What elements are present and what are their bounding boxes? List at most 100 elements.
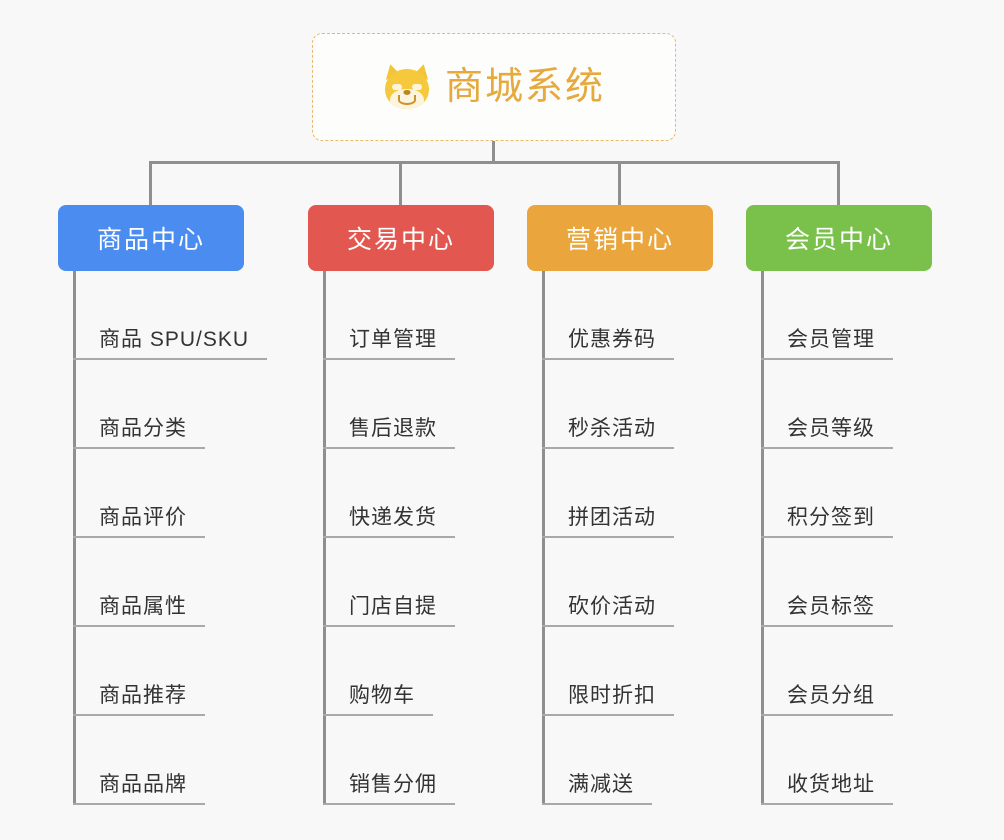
leaf-label: 拼团活动 xyxy=(568,505,656,529)
leaf-underline: 会员分组 xyxy=(761,684,893,716)
connector-drop-2 xyxy=(399,161,402,205)
leaf-list-4: 会员管理 会员等级 积分签到 会员标签 会员分组 收货地址 xyxy=(746,271,932,805)
leaf-label: 商品品牌 xyxy=(99,772,187,796)
leaf-item[interactable]: 快递发货 xyxy=(308,449,494,538)
leaf-underline: 销售分佣 xyxy=(323,773,455,805)
leaf-item[interactable]: 会员管理 xyxy=(746,271,932,360)
leaf-label: 商品属性 xyxy=(99,594,187,618)
connector-drop-3 xyxy=(618,161,621,205)
branch-column-2: 交易中心 订单管理 售后退款 快递发货 门店自提 购物车 销售分佣 xyxy=(308,205,494,805)
leaf-underline: 快递发货 xyxy=(323,506,455,538)
leaf-underline: 秒杀活动 xyxy=(542,417,674,449)
leaf-spine-4 xyxy=(761,271,764,805)
shiba-eye-left xyxy=(391,84,402,90)
leaf-item[interactable]: 优惠券码 xyxy=(527,271,713,360)
shiba-nose xyxy=(403,90,411,95)
leaf-item[interactable]: 会员标签 xyxy=(746,538,932,627)
leaf-label: 购物车 xyxy=(349,683,415,707)
leaf-underline: 购物车 xyxy=(323,684,433,716)
leaf-item[interactable]: 满减送 xyxy=(527,716,713,805)
leaf-label: 优惠券码 xyxy=(568,327,656,351)
leaf-item[interactable]: 售后退款 xyxy=(308,360,494,449)
leaf-item[interactable]: 砍价活动 xyxy=(527,538,713,627)
leaf-spine-3 xyxy=(542,271,545,805)
leaf-underline: 会员管理 xyxy=(761,328,893,360)
leaf-label: 收货地址 xyxy=(787,772,875,796)
leaf-list-3: 优惠券码 秒杀活动 拼团活动 砍价活动 限时折扣 满减送 xyxy=(527,271,713,805)
shiba-mouth xyxy=(397,95,416,105)
leaf-spine-1 xyxy=(73,271,76,805)
leaf-spine-2 xyxy=(323,271,326,805)
category-header-2[interactable]: 交易中心 xyxy=(308,205,494,271)
leaf-item[interactable]: 秒杀活动 xyxy=(527,360,713,449)
leaf-underline: 限时折扣 xyxy=(542,684,674,716)
leaf-item[interactable]: 会员分组 xyxy=(746,627,932,716)
leaf-label: 商品推荐 xyxy=(99,683,187,707)
leaf-underline: 收货地址 xyxy=(761,773,893,805)
leaf-item[interactable]: 商品推荐 xyxy=(58,627,244,716)
leaf-label: 砍价活动 xyxy=(568,594,656,618)
leaf-underline: 满减送 xyxy=(542,773,652,805)
root-node[interactable]: 商城系统 xyxy=(312,33,676,141)
leaf-label: 订单管理 xyxy=(349,327,437,351)
leaf-underline: 商品分类 xyxy=(73,417,205,449)
leaf-label: 售后退款 xyxy=(349,416,437,440)
leaf-label: 会员管理 xyxy=(787,327,875,351)
leaf-item[interactable]: 拼团活动 xyxy=(527,449,713,538)
leaf-underline: 售后退款 xyxy=(323,417,455,449)
leaf-label: 限时折扣 xyxy=(568,683,656,707)
leaf-underline: 优惠券码 xyxy=(542,328,674,360)
leaf-label: 快递发货 xyxy=(349,505,437,529)
leaf-item[interactable]: 商品分类 xyxy=(58,360,244,449)
leaf-label: 秒杀活动 xyxy=(568,416,656,440)
leaf-item[interactable]: 商品品牌 xyxy=(58,716,244,805)
leaf-item[interactable]: 积分签到 xyxy=(746,449,932,538)
leaf-underline: 商品推荐 xyxy=(73,684,205,716)
leaf-label: 商品分类 xyxy=(99,416,187,440)
branch-column-3: 营销中心 优惠券码 秒杀活动 拼团活动 砍价活动 限时折扣 满减送 xyxy=(527,205,713,805)
leaf-underline: 订单管理 xyxy=(323,328,455,360)
leaf-item[interactable]: 限时折扣 xyxy=(527,627,713,716)
leaf-underline: 门店自提 xyxy=(323,595,455,627)
shiba-eye-right xyxy=(411,84,422,90)
connector-drop-4 xyxy=(837,161,840,205)
leaf-item[interactable]: 购物车 xyxy=(308,627,494,716)
leaf-underline: 商品品牌 xyxy=(73,773,205,805)
leaf-item[interactable]: 销售分佣 xyxy=(308,716,494,805)
connector-root-stem xyxy=(492,141,495,163)
leaf-label: 门店自提 xyxy=(349,594,437,618)
leaf-underline: 拼团活动 xyxy=(542,506,674,538)
leaf-underline: 商品属性 xyxy=(73,595,205,627)
shiba-dog-icon xyxy=(382,62,432,111)
leaf-list-1: 商品 SPU/SKU 商品分类 商品评价 商品属性 商品推荐 商品品牌 xyxy=(58,271,268,805)
leaf-label: 满减送 xyxy=(568,772,634,796)
leaf-underline: 商品 SPU/SKU xyxy=(73,328,268,360)
leaf-underline: 积分签到 xyxy=(761,506,893,538)
leaf-item[interactable]: 门店自提 xyxy=(308,538,494,627)
connector-drop-1 xyxy=(149,161,152,205)
leaf-label: 销售分佣 xyxy=(349,772,437,796)
leaf-item[interactable]: 会员等级 xyxy=(746,360,932,449)
leaf-item[interactable]: 收货地址 xyxy=(746,716,932,805)
shiba-head xyxy=(384,69,429,109)
branch-column-1: 商品中心 商品 SPU/SKU 商品分类 商品评价 商品属性 商品推荐 商品品牌 xyxy=(58,205,268,805)
leaf-item[interactable]: 商品 SPU/SKU xyxy=(58,271,268,360)
leaf-label: 会员等级 xyxy=(787,416,875,440)
branch-column-4: 会员中心 会员管理 会员等级 积分签到 会员标签 会员分组 收货地址 xyxy=(746,205,932,805)
category-header-4[interactable]: 会员中心 xyxy=(746,205,932,271)
leaf-label: 会员标签 xyxy=(787,594,875,618)
leaf-item[interactable]: 商品评价 xyxy=(58,449,244,538)
leaf-item[interactable]: 订单管理 xyxy=(308,271,494,360)
category-header-1[interactable]: 商品中心 xyxy=(58,205,244,271)
category-header-3[interactable]: 营销中心 xyxy=(527,205,713,271)
leaf-underline: 会员等级 xyxy=(761,417,893,449)
leaf-label: 会员分组 xyxy=(787,683,875,707)
leaf-underline: 砍价活动 xyxy=(542,595,674,627)
leaf-underline: 会员标签 xyxy=(761,595,893,627)
connector-horizontal-bus xyxy=(149,161,840,164)
leaf-label: 积分签到 xyxy=(787,505,875,529)
root-title: 商城系统 xyxy=(444,66,605,108)
leaf-item[interactable]: 商品属性 xyxy=(58,538,244,627)
leaf-list-2: 订单管理 售后退款 快递发货 门店自提 购物车 销售分佣 xyxy=(308,271,494,805)
